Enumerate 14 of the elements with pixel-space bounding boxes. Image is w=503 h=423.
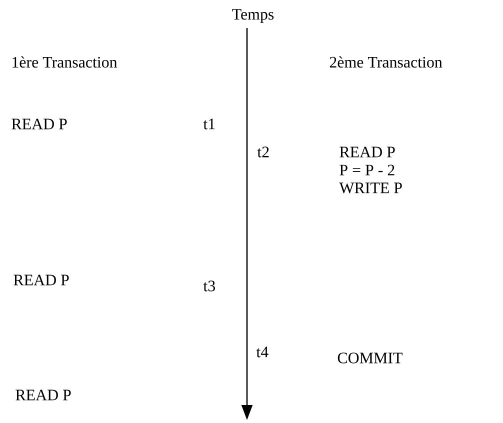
axis-label: Temps	[232, 9, 274, 23]
operation-text: READ P	[14, 274, 69, 286]
column-heading: 1ère Transaction	[12, 56, 118, 68]
operation-text: COMMIT	[338, 352, 402, 364]
operation-text: READ P	[16, 390, 71, 400]
operation-text: P = P - 2	[340, 164, 394, 176]
time-label: t3	[203, 280, 215, 292]
time-label: t4	[256, 346, 268, 358]
operation-text: READ P	[340, 146, 395, 158]
operation-text: READ P	[12, 118, 67, 130]
column-heading: 2ème Transaction	[330, 56, 442, 68]
time-label: t1	[203, 118, 215, 130]
operation-text: WRITE P	[339, 182, 402, 194]
time-label: t2	[257, 146, 269, 158]
